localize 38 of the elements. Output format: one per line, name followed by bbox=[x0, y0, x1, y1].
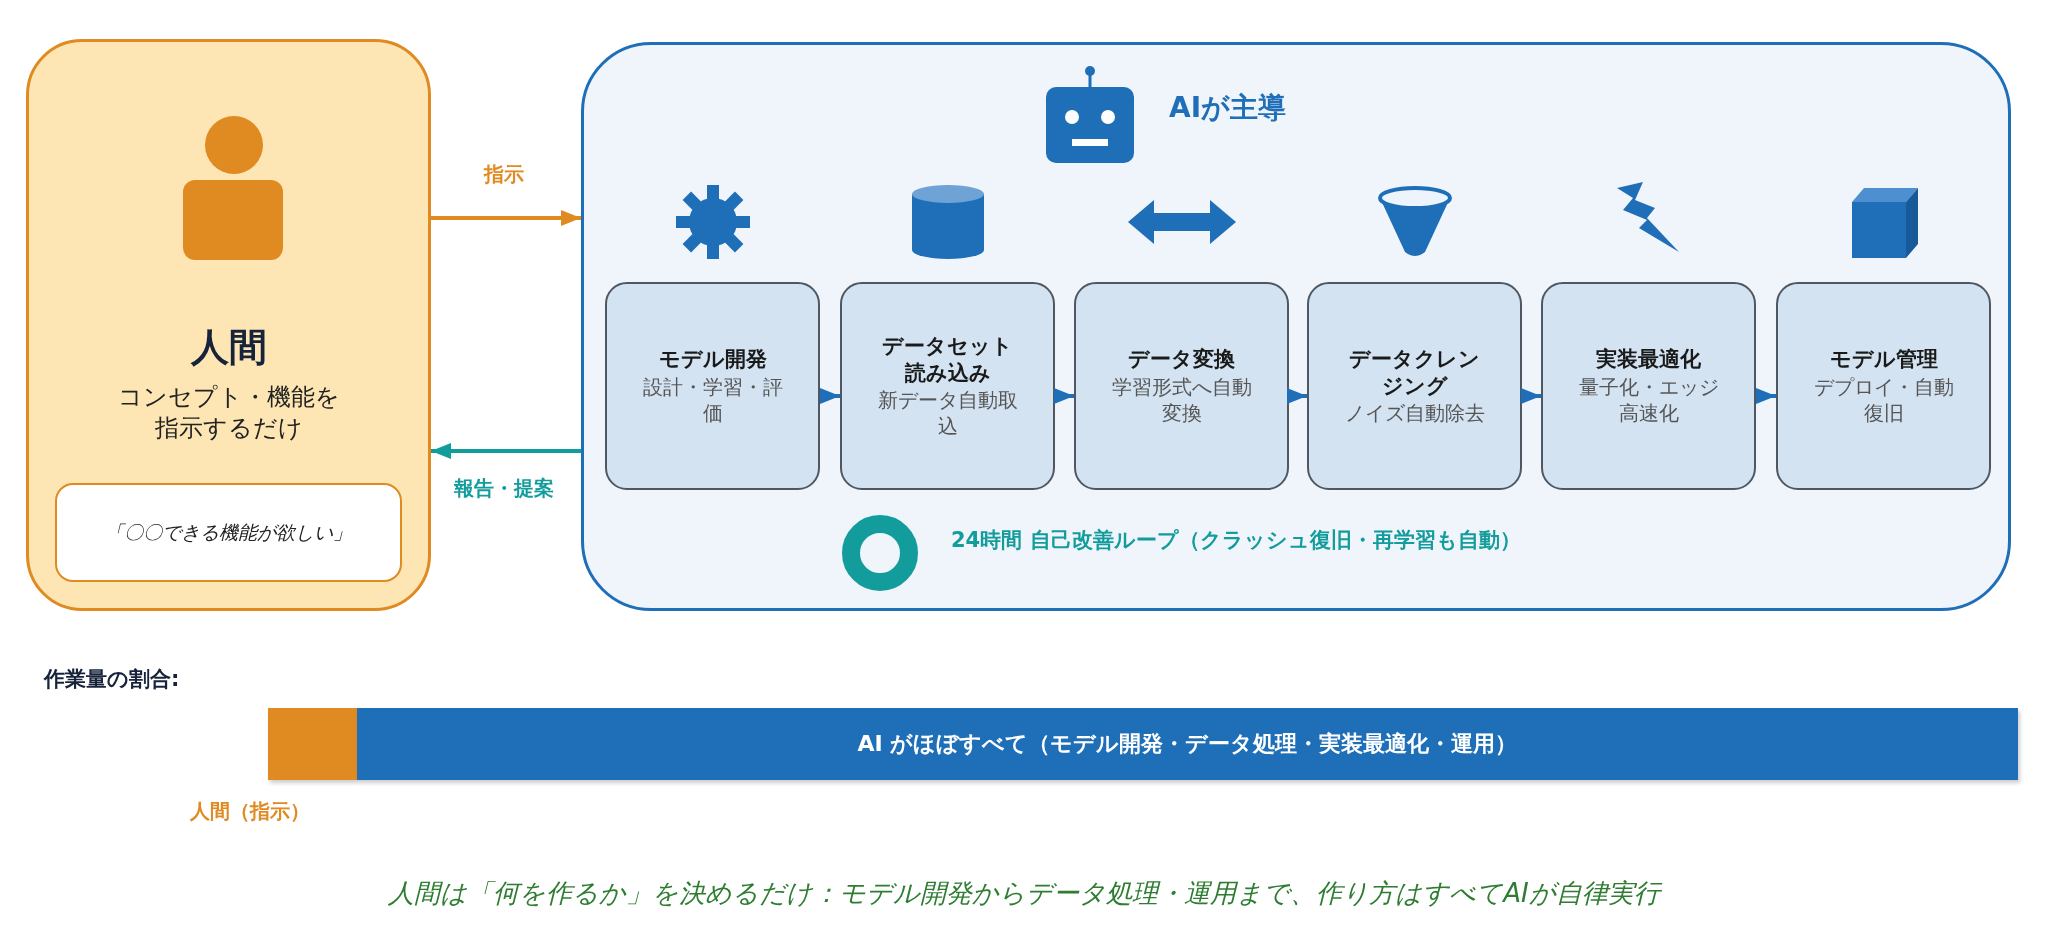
arrow bbox=[431, 210, 581, 226]
panel-title: 人間 bbox=[189, 324, 268, 371]
arrow bbox=[1756, 388, 1776, 404]
process-box bbox=[1776, 282, 1991, 490]
step-title: 実装最適化 bbox=[1596, 346, 1701, 374]
loop-label: 24時間 自己改善ループ（クラッシュ復旧・再学習も自動） bbox=[951, 527, 1521, 554]
arrow bbox=[820, 388, 840, 404]
process-box bbox=[1307, 282, 1522, 490]
step-description: ノイズ自動除去 bbox=[1344, 400, 1485, 427]
share-bar: AI がほぼすべて（モデル開発・データ処理・実装最適化・運用） bbox=[357, 708, 2018, 780]
panel-subtitle: コンセプト・機能を指示するだけ bbox=[117, 382, 340, 445]
process-box bbox=[840, 282, 1055, 490]
ai-panel bbox=[581, 42, 2011, 611]
step-description: 量子化・エッジ高速化 bbox=[1577, 373, 1720, 426]
step-description: 設計・学習・評価 bbox=[641, 373, 784, 426]
step-title: データクレンジング bbox=[1348, 345, 1481, 400]
arrow bbox=[1287, 388, 1307, 404]
arrow bbox=[431, 443, 581, 459]
process-box bbox=[1074, 282, 1289, 490]
arrow bbox=[1521, 388, 1541, 404]
quote-box: 「〇〇できる機能が欲しい」 bbox=[55, 483, 402, 582]
step-description: デプロイ・自動復旧 bbox=[1812, 373, 1955, 426]
step-description: 新データ自動取込 bbox=[876, 387, 1019, 440]
step-title: モデル開発 bbox=[658, 346, 767, 374]
step-title: データ変換 bbox=[1128, 346, 1235, 374]
edge-label: 報告・提案 bbox=[452, 474, 556, 502]
caption: 人間は「何を作るか」を決めるだけ：モデル開発からデータ処理・運用まで、作り方はすべてAIが自律実行 bbox=[0, 876, 2048, 911]
step-title: データセット読み込み bbox=[881, 332, 1014, 387]
step-title: モデル管理 bbox=[1829, 346, 1938, 374]
human-panel bbox=[26, 39, 431, 611]
section-label: 作業量の割合: bbox=[44, 666, 180, 693]
share-bar-segment bbox=[268, 708, 357, 780]
process-box bbox=[605, 282, 820, 490]
bar-label: 人間（指示） bbox=[190, 798, 310, 825]
panel-title: AIが主導 bbox=[1169, 90, 1287, 126]
arrow bbox=[1054, 388, 1074, 404]
step-description: 学習形式へ自動変換 bbox=[1110, 373, 1253, 426]
process-box bbox=[1541, 282, 1756, 490]
